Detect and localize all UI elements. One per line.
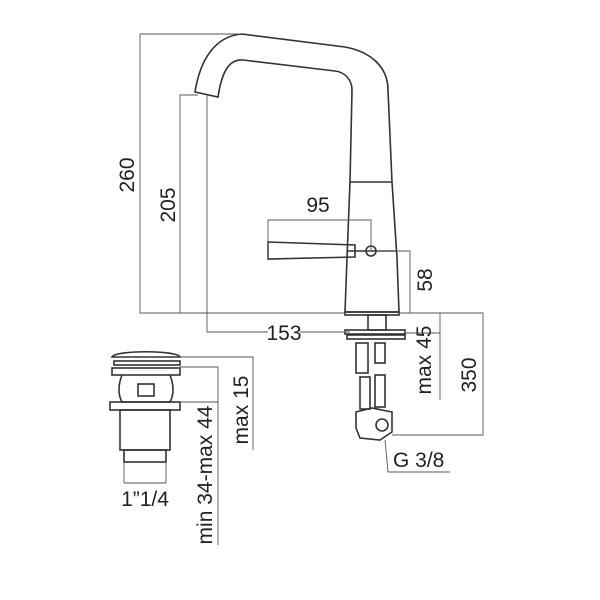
dim-max-deck: max 45 [413,326,436,395]
dim-lever-height: 58 [414,268,437,291]
dim-drain-max15: max 15 [230,376,253,445]
dim-drain-range: min 34-max 44 [194,405,217,544]
dim-hose-length: 350 [458,357,481,392]
dim-lever-length: 95 [306,194,329,217]
dim-drain-thread: 1”1/4 [121,488,169,511]
faucet-body [194,33,400,316]
dim-spout-height: 205 [157,187,180,222]
dimension-lines [123,33,484,545]
dim-total-height: 260 [116,157,139,192]
drain-body [109,351,182,463]
lever-handle [267,241,356,260]
dim-connection: G 3/8 [393,449,444,472]
faucet-mounting [344,314,406,441]
dim-spout-reach: 153 [266,322,301,345]
